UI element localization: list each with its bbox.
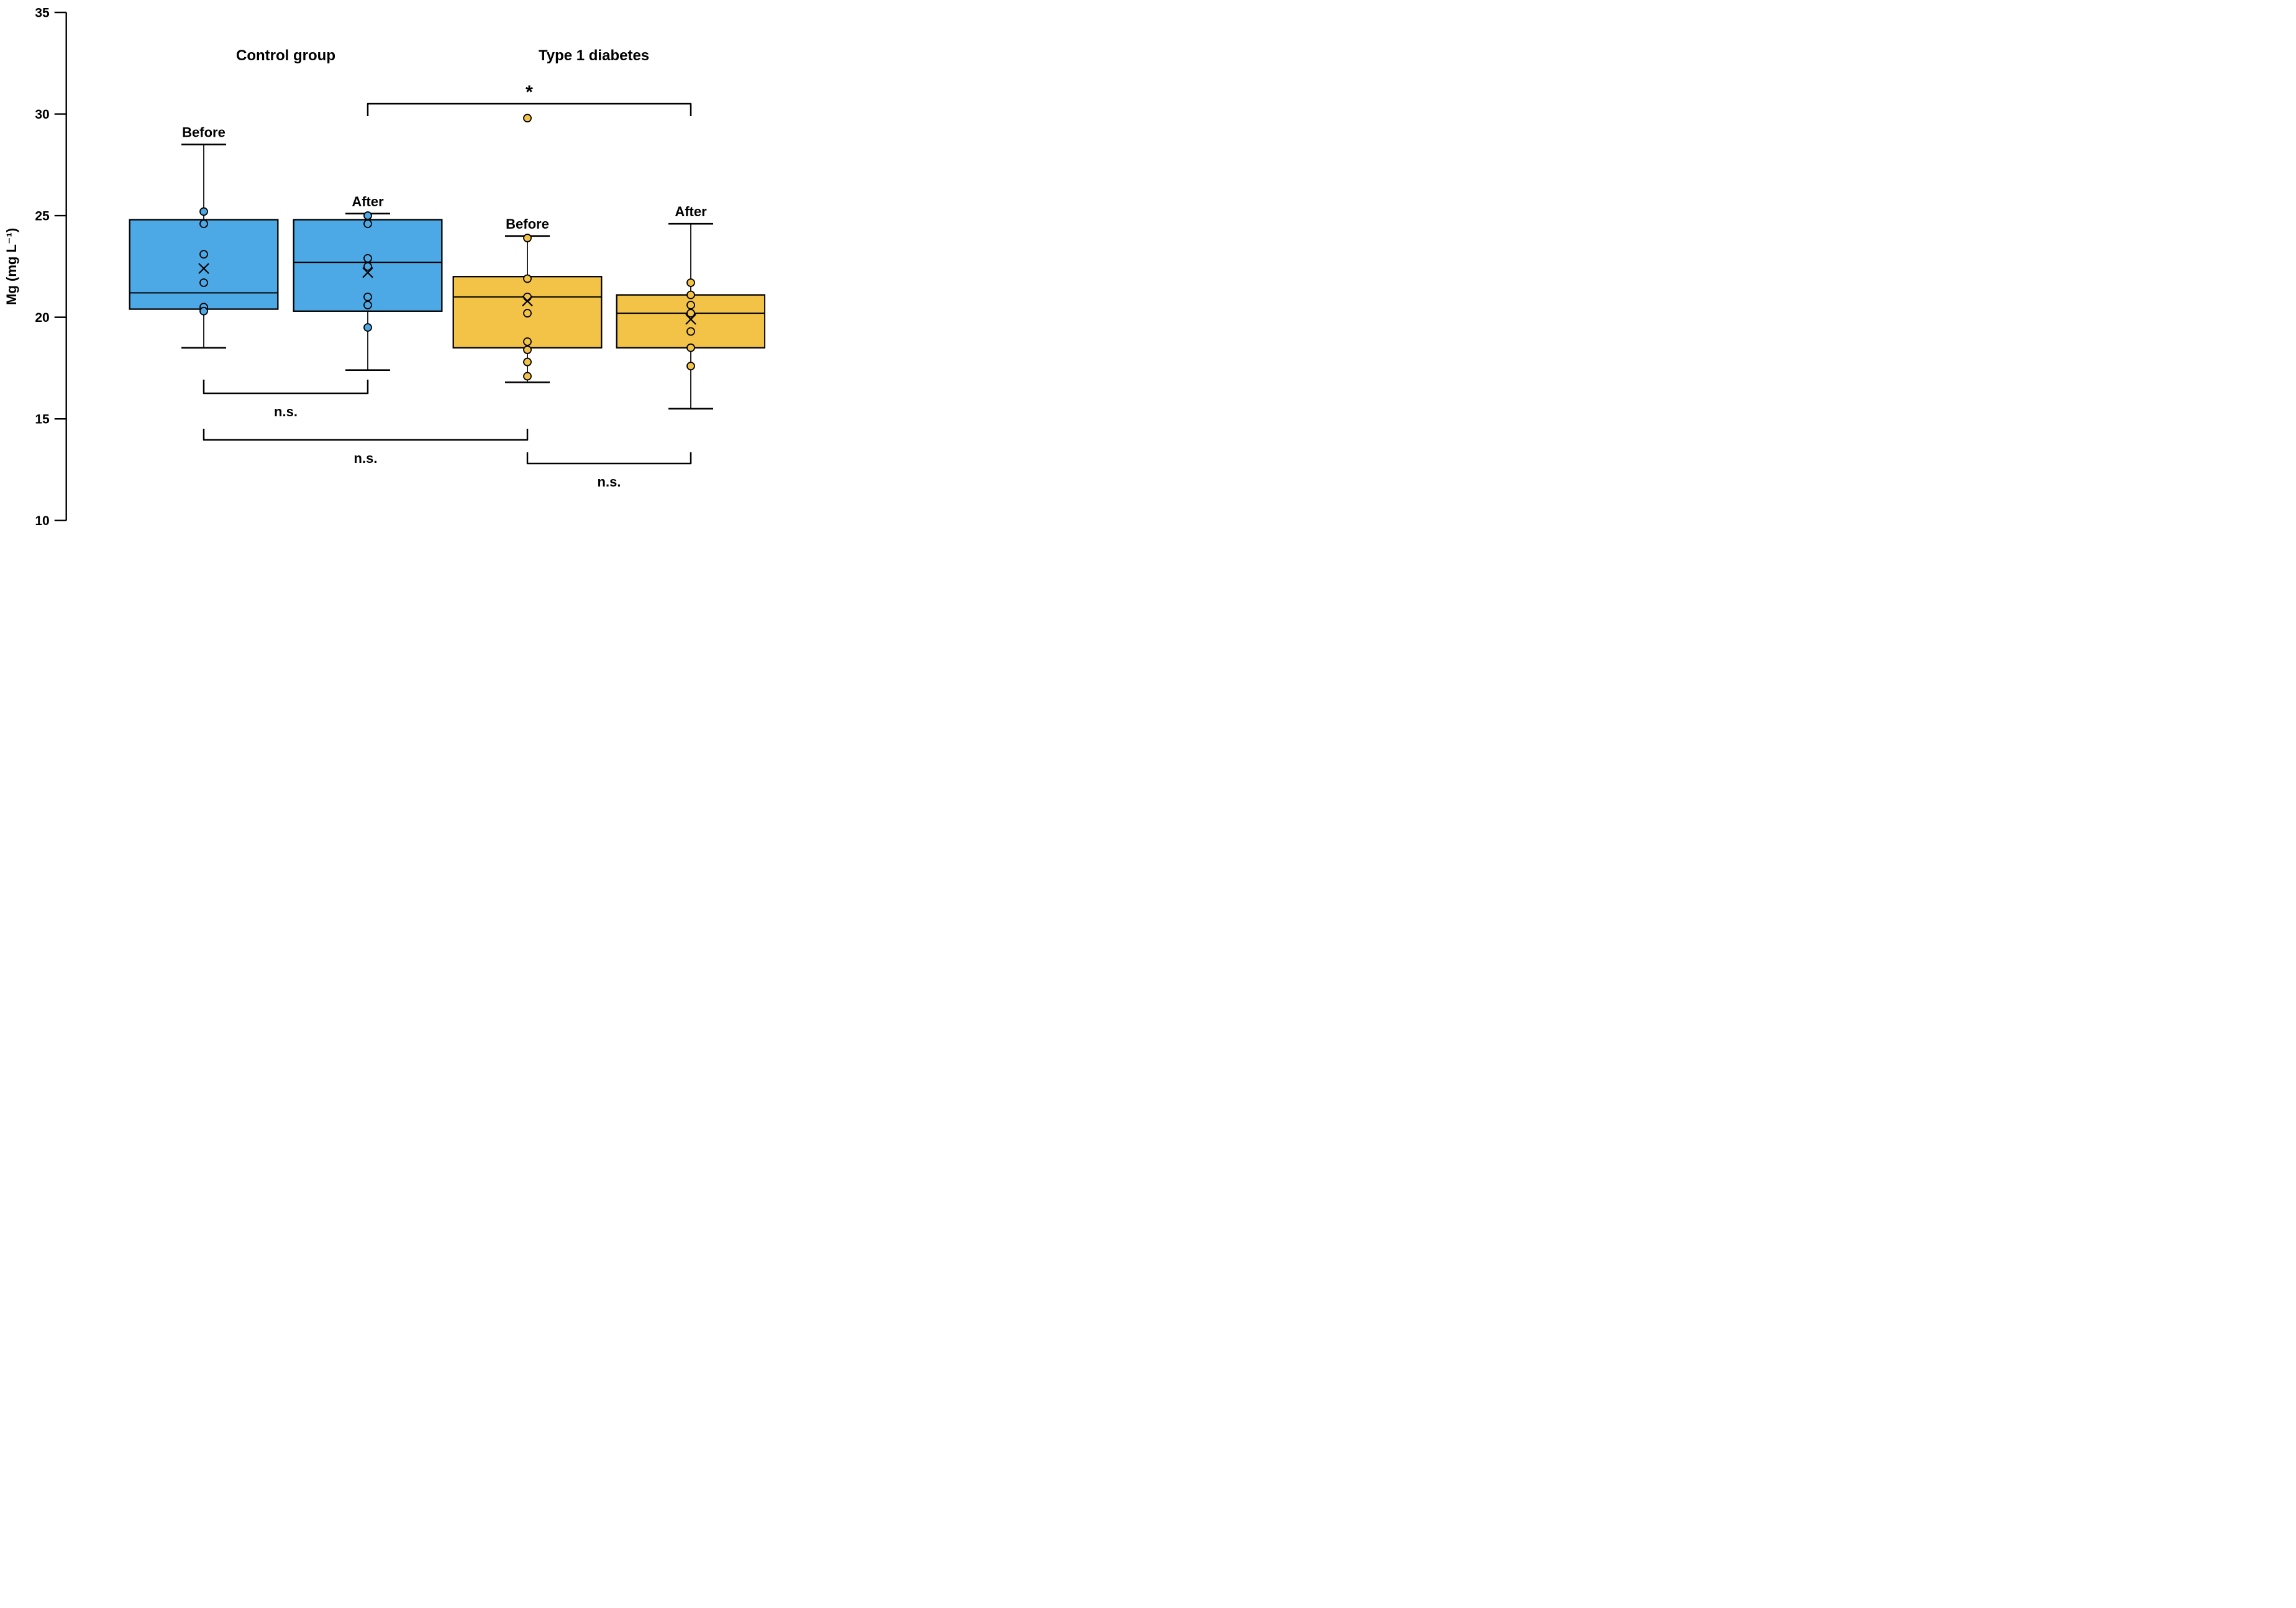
significance-label-2: n.s. (354, 450, 378, 466)
data-point-t1d-before (523, 345, 532, 354)
data-point-t1d-after (686, 309, 695, 317)
data-point-t1d-before (523, 372, 532, 381)
data-point-t1d-after (686, 278, 695, 287)
data-point-control-before (199, 278, 208, 287)
data-point-control-after (363, 323, 372, 332)
significance-label-0: * (526, 82, 533, 103)
data-point-control-after (363, 219, 372, 229)
group-title-t1d: Type 1 diabetes (539, 47, 649, 64)
box-label-t1d-after: After (675, 204, 707, 219)
data-point-t1d-before (523, 114, 532, 122)
data-point-t1d-before (523, 274, 532, 283)
data-point-t1d-after (686, 327, 695, 336)
data-point-control-after (363, 211, 372, 220)
data-point-control-before (199, 250, 208, 259)
y-axis-tick-label: 15 (35, 413, 50, 427)
mean-marker-control-before (198, 263, 209, 274)
group-title-control: Control group (236, 47, 335, 64)
data-point-control-before (199, 306, 208, 316)
y-axis-tick-label: 30 (35, 107, 49, 122)
y-axis-tick-label: 20 (35, 311, 49, 325)
mean-marker-t1d-before (522, 295, 533, 307)
data-point-t1d-before (523, 234, 532, 242)
significance-bracket-1 (203, 380, 369, 395)
mean-marker-t1d-after (685, 314, 696, 325)
data-point-control-before (199, 207, 208, 216)
box-label-control-after: After (352, 194, 384, 209)
data-point-t1d-before (523, 293, 532, 301)
y-axis-tick-label: 35 (35, 6, 50, 21)
data-point-control-after (363, 254, 372, 263)
figure-canvas: 35 30 25 20 15 10 Mg (mg L⁻¹) Control group Type… (0, 0, 766, 536)
data-point-t1d-before (523, 337, 532, 346)
data-point-t1d-after (686, 362, 695, 371)
significance-label-1: n.s. (274, 404, 298, 419)
data-point-t1d-after (686, 343, 695, 352)
y-axis-tick-label: 10 (35, 514, 49, 528)
y-axis-tick-label: 25 (35, 209, 50, 224)
significance-bracket-3 (526, 452, 692, 465)
data-point-t1d-after (686, 301, 695, 309)
significance-bracket-0 (367, 103, 692, 116)
boxplot-figure: 35 30 25 20 15 10 Mg (mg L⁻¹) Control group Type… (4, 6, 766, 528)
significance-bracket-2 (203, 429, 529, 441)
box-label-t1d-before: Before (506, 216, 549, 232)
data-point-t1d-after (686, 290, 695, 299)
box-control-before (129, 219, 279, 310)
data-point-control-after (363, 262, 372, 271)
data-point-t1d-before (523, 357, 532, 367)
data-point-control-before (199, 219, 208, 229)
mean-marker-control-after (362, 267, 373, 278)
box-label-control-before: Before (182, 125, 226, 140)
significance-label-3: n.s. (598, 474, 621, 490)
data-point-control-after (363, 293, 372, 301)
y-axis-title: Mg (mg L⁻¹) (4, 228, 19, 305)
data-point-control-after (363, 301, 372, 309)
data-point-t1d-before (523, 309, 532, 317)
